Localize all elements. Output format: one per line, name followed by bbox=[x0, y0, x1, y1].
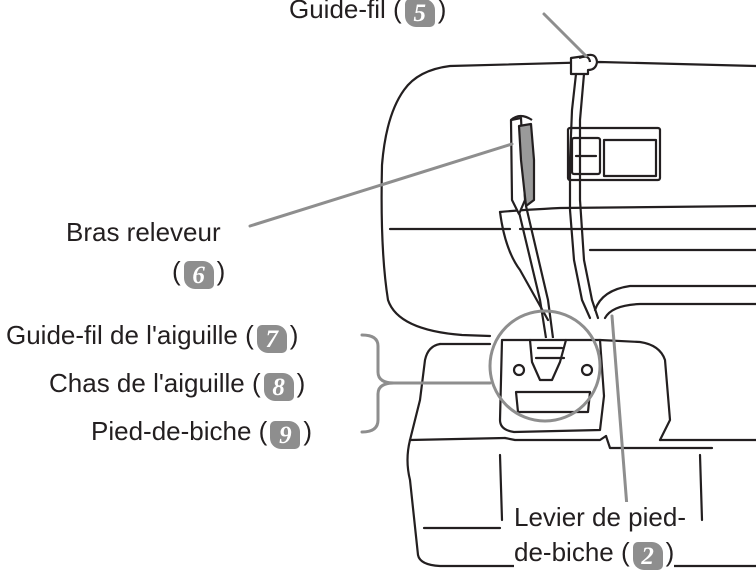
label-needle-bar-thread-guide-text: Guide-fil de l'aiguille bbox=[6, 320, 238, 350]
step-badge-9: 9 bbox=[270, 421, 301, 449]
thread-guide-hook bbox=[569, 53, 599, 76]
machine-head-outline bbox=[380, 60, 756, 338]
control-window bbox=[566, 126, 662, 182]
needle-area-callout-circle bbox=[488, 309, 602, 423]
machine-arm-outline bbox=[593, 284, 756, 312]
step-badge-2: 2 bbox=[632, 542, 663, 570]
label-take-up-lever: Bras releveur bbox=[66, 217, 221, 247]
label-presser-foot-lever-line1: Levier de pied- bbox=[514, 502, 686, 532]
label-presser-foot-lever-line2: de-biche (2) bbox=[514, 537, 675, 570]
label-take-up-lever-step: (6) bbox=[172, 256, 226, 289]
needle-plate bbox=[498, 338, 606, 434]
presser-foot-lever-callout-line bbox=[610, 314, 630, 522]
take-up-lever-callout-line bbox=[248, 142, 514, 228]
presser-foot bbox=[528, 338, 568, 382]
label-presser-foot-lever-text2: de-biche bbox=[514, 537, 614, 567]
label-needle-bar-thread-guide: Guide-fil de l'aiguille (7) bbox=[6, 320, 299, 353]
label-thread-guide: Guide-fil (5) bbox=[289, 0, 446, 27]
free-arm-outline bbox=[406, 438, 756, 568]
step-badge-6: 6 bbox=[183, 261, 214, 289]
label-needle-eye: Chas de l'aiguille (8) bbox=[49, 368, 306, 401]
label-take-up-lever-text: Bras releveur bbox=[66, 217, 221, 247]
label-presser-foot-lever: Levier de pied- bbox=[514, 502, 686, 532]
thread-path bbox=[568, 72, 600, 320]
machine-head-inner-line bbox=[498, 204, 756, 214]
thread-guide-callout-line bbox=[542, 12, 588, 58]
take-up-lever bbox=[509, 114, 536, 216]
thread-to-needle bbox=[517, 211, 548, 339]
label-thread-guide-text: Guide-fil bbox=[289, 0, 386, 24]
step-badge-5: 5 bbox=[404, 0, 435, 27]
step-badge-8: 8 bbox=[263, 373, 294, 401]
label-presser-foot: Pied-de-biche (9) bbox=[91, 416, 312, 449]
needle-bar-housing bbox=[498, 210, 550, 322]
bracket-callout-line bbox=[360, 333, 396, 434]
step-badge-7: 7 bbox=[256, 325, 287, 353]
label-presser-foot-text: Pied-de-biche bbox=[91, 416, 252, 446]
label-needle-eye-text: Chas de l'aiguille bbox=[49, 368, 245, 398]
control-dial bbox=[570, 136, 602, 176]
